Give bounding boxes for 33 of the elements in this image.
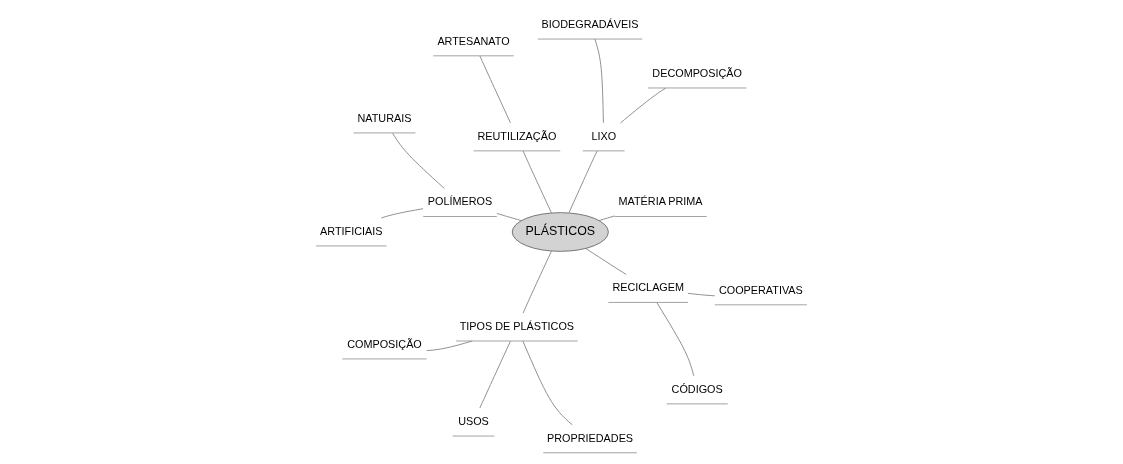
connector <box>522 340 573 426</box>
connector <box>392 132 445 189</box>
node-ellipse: PLÁSTICOS <box>511 212 609 252</box>
node-text: USOS <box>458 414 489 427</box>
node-text: COOPERATIVAS <box>718 283 803 296</box>
node-text: MATÉRIA PRIMA <box>618 195 703 208</box>
connector <box>620 87 667 124</box>
node-text: PROPRIEDADES <box>547 431 634 444</box>
connector <box>479 55 511 124</box>
connector <box>594 38 604 124</box>
connector <box>598 215 615 221</box>
node-text: LIXO <box>591 129 617 142</box>
connector <box>496 213 522 222</box>
node-text: DECOMPOSIÇÃO <box>652 66 743 79</box>
connector <box>585 248 627 275</box>
connector <box>426 340 473 352</box>
connector <box>380 208 424 219</box>
node-text: BIODEGRADÁVEIS <box>541 17 639 30</box>
connector <box>479 340 511 409</box>
node-text: ARTESANATO <box>437 34 510 47</box>
node-text: CÓDIGOS <box>671 382 723 395</box>
node-text: RECICLAGEM <box>612 281 685 294</box>
connector <box>656 302 695 377</box>
node-text: NATURAIS <box>357 111 412 124</box>
node-text: ARTIFICIAIS <box>320 224 383 237</box>
connector <box>522 150 552 214</box>
connector <box>568 150 598 214</box>
node-text: TIPOS DE PLÁSTICOS <box>459 319 575 332</box>
node-text: COMPOSIÇÃO <box>347 337 422 350</box>
node-text: REUTILIZAÇÃO <box>477 129 557 142</box>
node-text: POLÍMEROS <box>427 195 493 208</box>
connector <box>687 292 716 297</box>
connector <box>522 250 552 314</box>
